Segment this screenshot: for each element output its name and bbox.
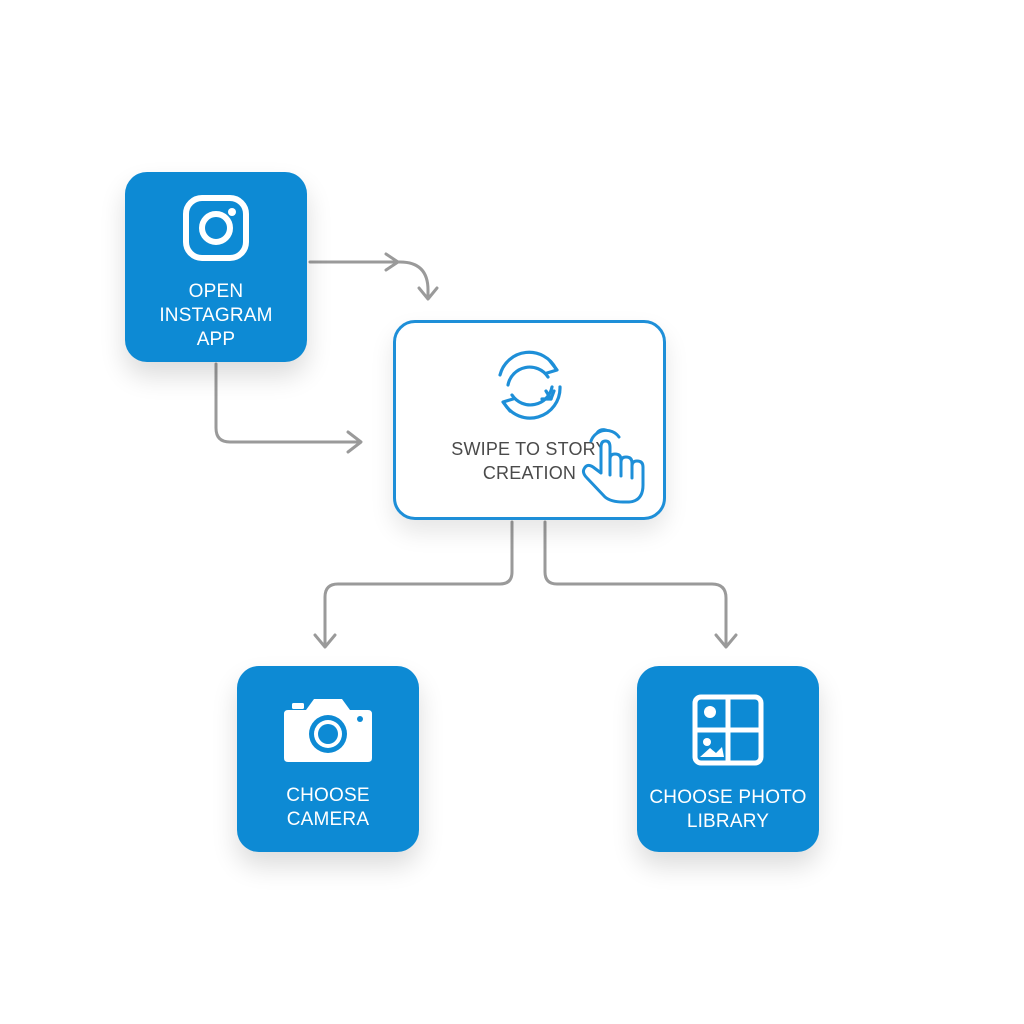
arrowhead-swipe-to-library <box>714 633 738 649</box>
connector-open-to-swipe-lower <box>214 362 362 444</box>
connector-swipe-to-library <box>543 520 728 647</box>
node-swipe-to-story-creation: SWIPE TO STORY CREATION <box>393 320 666 520</box>
photo-library-icon <box>692 694 764 766</box>
arrowhead-swipe-to-camera <box>313 633 337 649</box>
tap-hand-icon <box>579 423 649 505</box>
node-label: CHOOSE PHOTO LIBRARY <box>649 787 807 832</box>
node-choose-camera: CHOOSE CAMERA <box>237 666 419 852</box>
connector-swipe-to-camera <box>323 520 514 647</box>
instagram-icon <box>182 194 250 262</box>
connector-open-to-swipe-upper <box>308 260 430 300</box>
node-label: CHOOSE CAMERA <box>286 785 370 830</box>
arrowhead-open-to-swipe-upper <box>417 286 439 301</box>
node-choose-photo-library: CHOOSE PHOTO LIBRARY <box>637 666 819 852</box>
arrowhead-open-to-swipe-lower <box>346 430 363 454</box>
arrowhead-open-to-swipe-small-tick <box>384 252 400 272</box>
node-label: SWIPE TO STORY CREATION <box>451 439 608 483</box>
node-label: OPEN INSTAGRAM APP <box>159 281 273 350</box>
node-open-instagram-app: OPEN INSTAGRAM APP <box>125 172 307 362</box>
camera-icon <box>282 694 374 764</box>
refresh-cycle-icon <box>480 347 580 425</box>
